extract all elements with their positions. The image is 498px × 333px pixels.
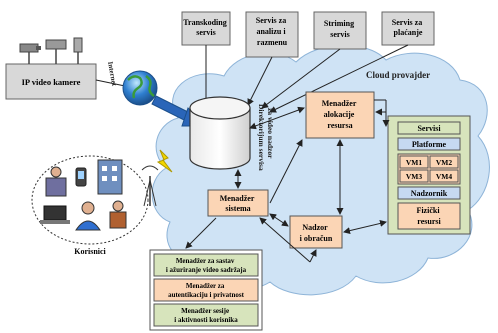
vm2-label: VM2 [436, 158, 452, 167]
physical-resources-label: Fizički resursi [416, 206, 441, 226]
platforms-label: Platforme [412, 140, 447, 149]
system-manager-label: Menadžer sistema [220, 194, 257, 213]
camera-icon [19, 37, 83, 64]
billing-label: Nadzor i obračun [300, 223, 333, 243]
phone-icon [75, 167, 87, 187]
physical-resources-row [397, 202, 461, 230]
vm4-label: VM4 [436, 172, 452, 181]
vm1-label: VM1 [406, 158, 422, 167]
platforms-row [397, 137, 461, 151]
directory-label: Direktorijum servisa za video nadzor [257, 104, 275, 173]
supervisor-row [397, 186, 461, 200]
service-arrows [202, 44, 409, 113]
top-services: Transkoding servis Servis za analizu i r… [181, 11, 435, 58]
ip-cameras-box [5, 63, 97, 100]
vm3-label: VM3 [406, 172, 422, 181]
bottom-managers: Menadžer za sastav i ažuriranje video sa… [149, 249, 263, 331]
users-ellipse [31, 155, 149, 245]
vm3-box [399, 169, 429, 183]
allocation-manager-box [305, 91, 375, 139]
service-label-transcoding: Transkoding servis [183, 18, 228, 37]
supervisor-label: Nadzornik [411, 189, 448, 198]
internal-arrows [185, 99, 390, 263]
service-box-analysis [245, 11, 299, 58]
system-manager-box [207, 189, 269, 217]
service-box-payment [381, 11, 435, 46]
globe-land [127, 75, 155, 99]
vm1-box [399, 155, 429, 169]
content-manager-label: Menadžer za sastav i ažuriranje video sa… [166, 257, 247, 274]
internet-label: Internet [106, 61, 118, 87]
service-label-streaming: Striming servis [324, 19, 356, 39]
vm4-box [429, 169, 459, 183]
content-manager-box [153, 253, 259, 277]
ip-cameras-label: IP video kamere [22, 77, 81, 87]
billing-box [289, 215, 343, 249]
user-icon-2 [109, 200, 127, 229]
allocation-manager-label: Menadžer alokacije resursa [322, 99, 359, 130]
cloud-provider-label: Cloud provajder [366, 70, 430, 80]
users-label: Korisnici [74, 247, 106, 256]
service-label-analysis: Servis za analizu i razmenu [256, 16, 288, 47]
service-box-transcoding [181, 11, 231, 46]
camera-link [95, 79, 126, 87]
users-group: Korisnici [31, 155, 149, 256]
globe-icon [122, 70, 158, 106]
services-row [397, 121, 461, 135]
vm2-box [429, 155, 459, 169]
session-manager-box [153, 303, 259, 327]
lightning-icon [156, 149, 173, 173]
session-manager-label: Menadžer sesije i aktivnosti korisnika [174, 307, 238, 324]
service-box-streaming [313, 11, 367, 50]
services-label: Servisi [417, 124, 441, 133]
auth-manager-box [153, 278, 259, 302]
auth-manager-label: Menadžer za autentikaciju i privatnost [168, 282, 245, 299]
user-icon [45, 166, 67, 197]
person-icon [75, 201, 101, 231]
database-icon [189, 96, 251, 170]
ip-cameras-group: IP video kamere [5, 37, 97, 100]
building-icon [97, 159, 123, 195]
antenna-icon [141, 165, 159, 207]
service-label-payment: Servis za plaćanje [392, 18, 424, 37]
resource-stack: Servisi Platforme VM1 VM2 VM3 VM4 Nadzor… [387, 115, 471, 235]
laptop-icon [40, 205, 70, 224]
